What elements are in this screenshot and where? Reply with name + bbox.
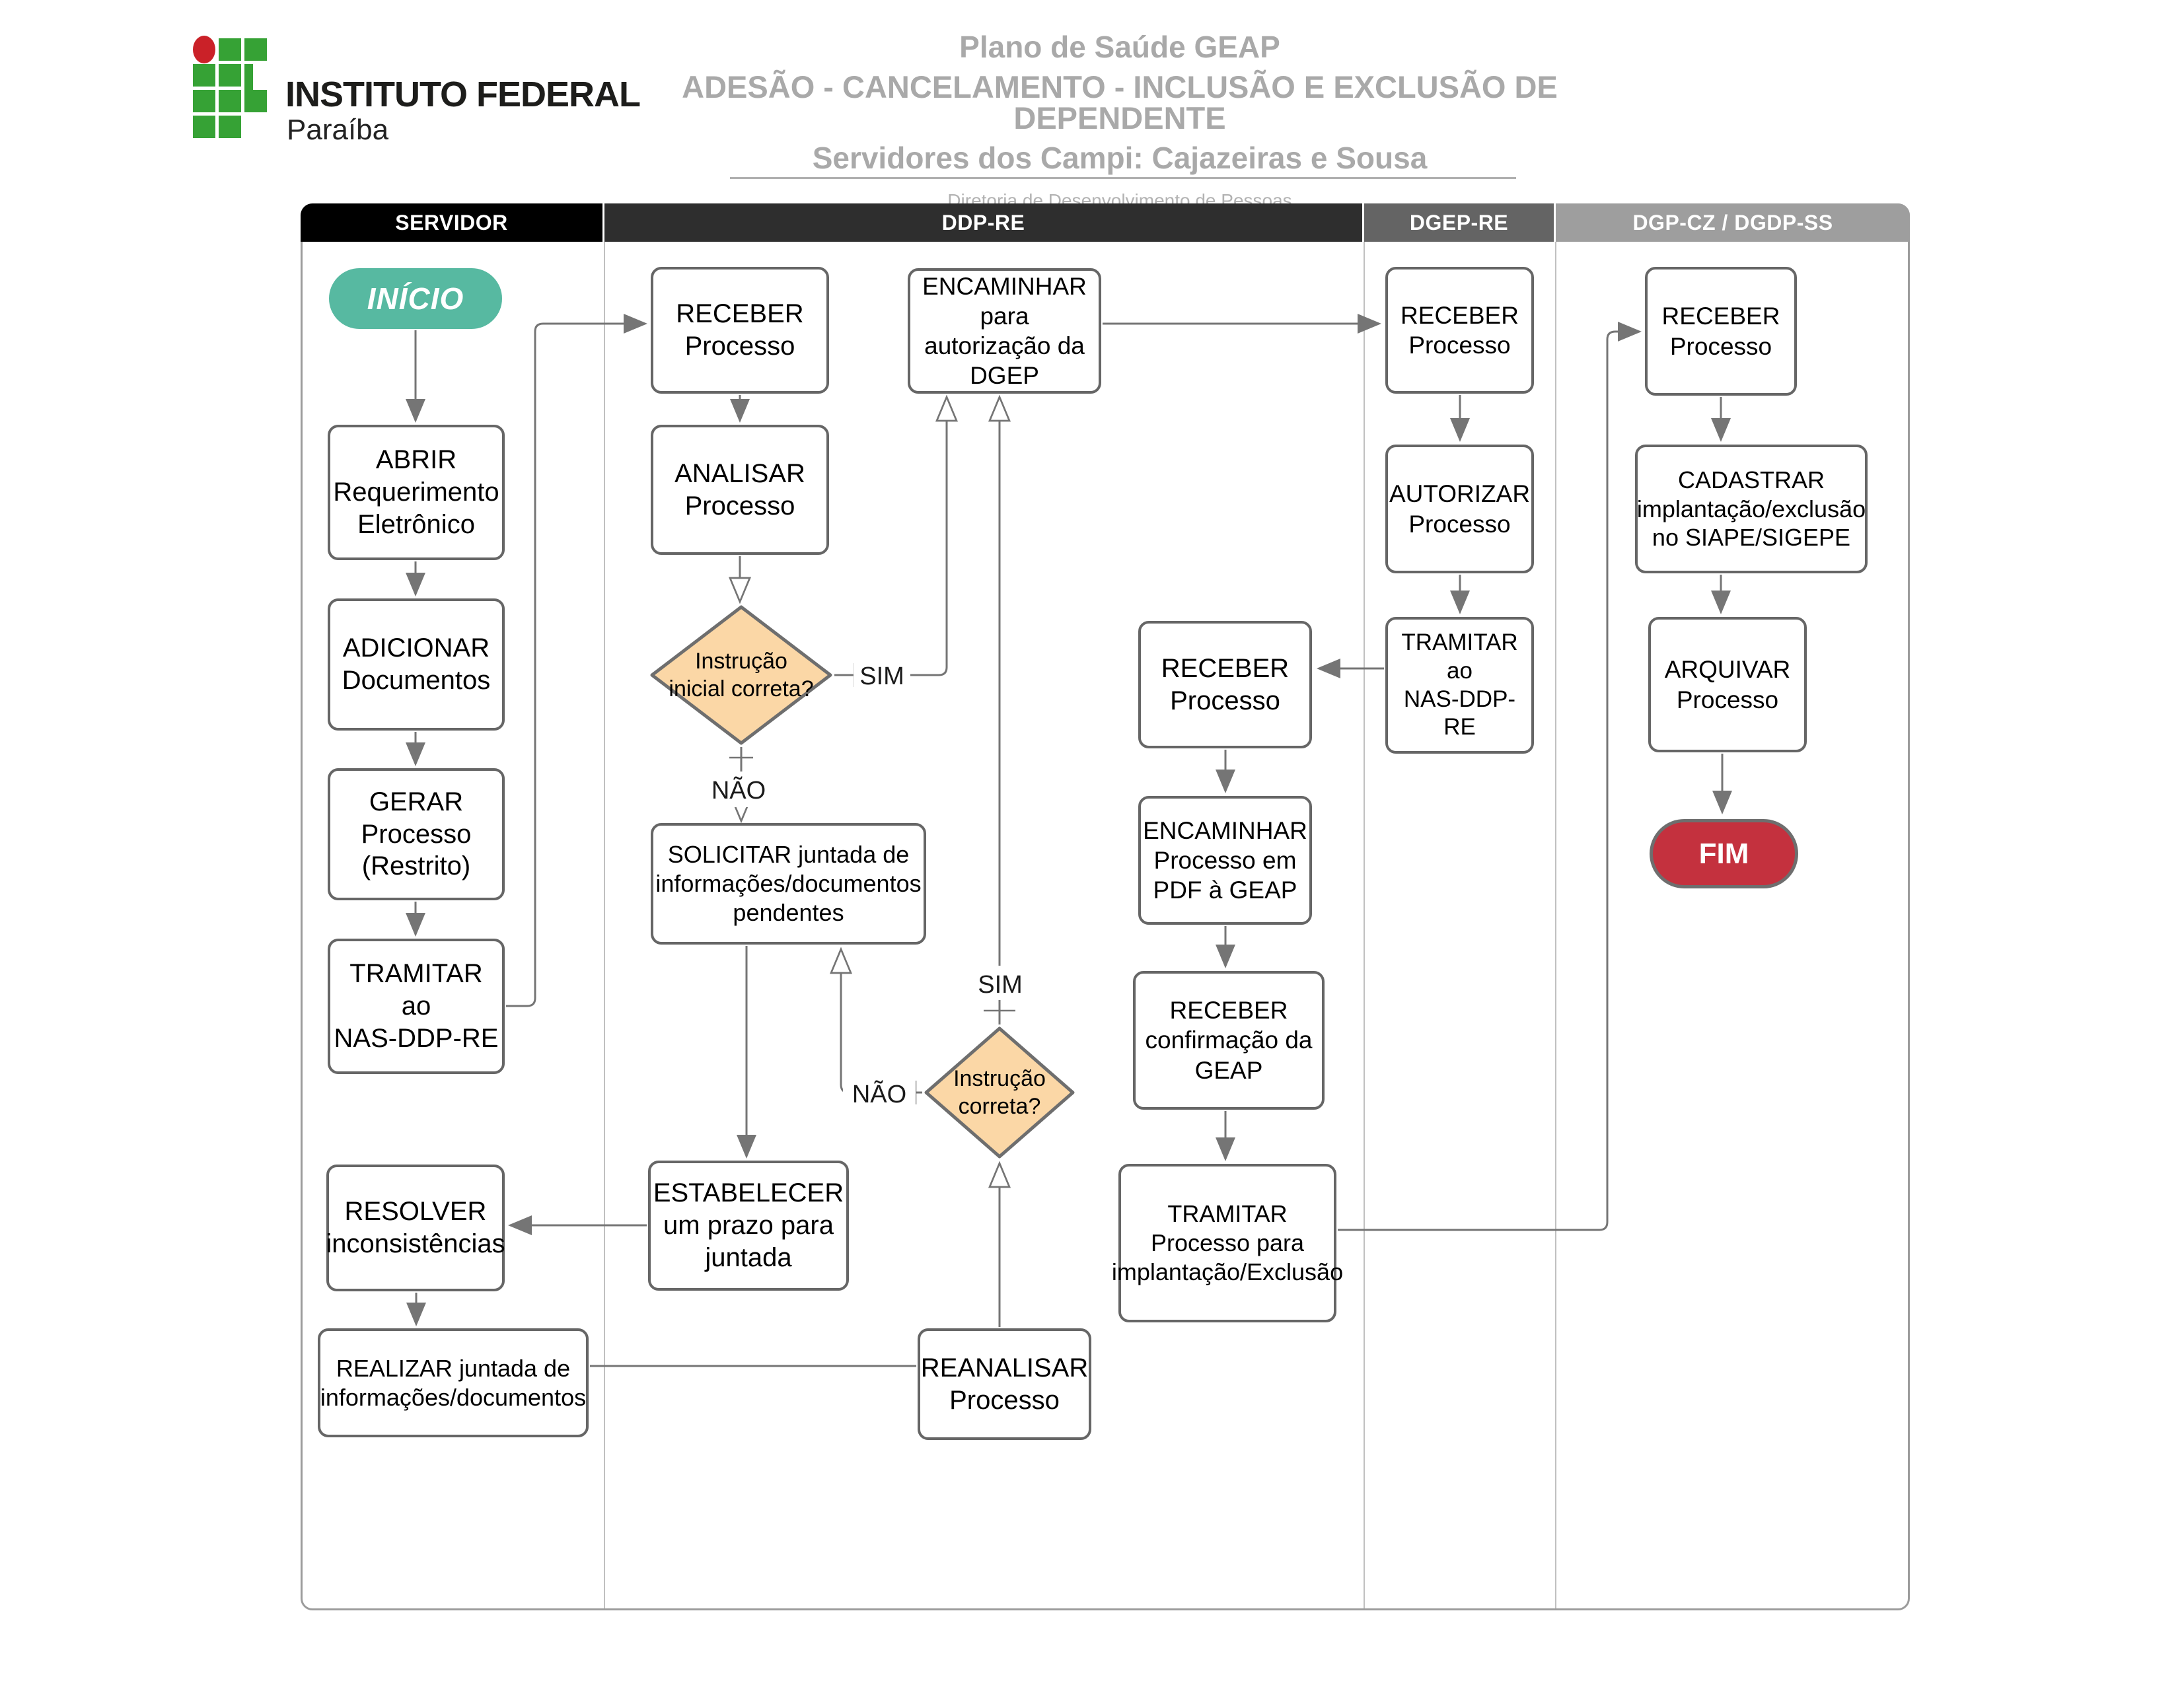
page-title-line2: ADESÃO - CANCELAMENTO - INCLUSÃO E EXCLU… — [682, 69, 1558, 135]
node-decision-instrucao-inicial: Instrução inicial correta? — [649, 604, 833, 746]
logo-subtitle: Paraíba — [287, 114, 389, 146]
node-receber-processo-dgep: RECEBER Processo — [1385, 267, 1534, 394]
title-divider — [730, 177, 1516, 179]
logo-square — [219, 38, 241, 61]
node-abrir-requerimento: ABRIR Requerimento Eletrônico — [328, 425, 505, 560]
logo-square — [219, 64, 241, 87]
diamond-shape — [924, 1026, 1075, 1159]
logo-square — [244, 90, 267, 112]
logo-square — [219, 90, 241, 112]
node-solicitar-juntada: SOLICITAR juntada de informações/documen… — [651, 823, 926, 945]
node-cadastrar-siape: CADASTRAR implantação/exclusão no SIAPE/… — [1635, 445, 1868, 573]
node-receber-confirmacao-geap: RECEBER confirmação da GEAP — [1133, 971, 1325, 1110]
lane-header-dgep-re: DGEP-RE — [1364, 203, 1556, 242]
node-receber-processo-dgp: RECEBER Processo — [1645, 267, 1797, 396]
node-receber-processo-mid: RECEBER Processo — [1138, 621, 1312, 748]
node-tramitar-nas-ddp-re: TRAMITAR ao NAS-DDP-RE — [328, 939, 505, 1074]
node-encaminhar-pdf-geap: ENCAMINHAR Processo em PDF à GEAP — [1138, 796, 1312, 925]
node-realizar-juntada: REALIZAR juntada de informações/document… — [318, 1328, 589, 1437]
node-tramitar-implantacao: TRAMITAR Processo para implantação/Exclu… — [1112, 1164, 1343, 1322]
node-analisar-processo: ANALISAR Processo — [651, 425, 829, 555]
logo-title: INSTITUTO FEDERAL — [285, 75, 641, 114]
decision-label: Instrução inicial correta? — [669, 648, 814, 702]
node-reanalisar-processo: REANALISAR Processo — [918, 1328, 1091, 1440]
node-encaminhar-autorizacao-dgep: ENCAMINHAR para autorização da DGEP — [908, 268, 1101, 394]
node-receber-processo-ddp: RECEBER Processo — [651, 267, 829, 394]
node-decision-instrucao-correta: Instrução correta? — [924, 1026, 1075, 1159]
logo-square — [193, 64, 215, 87]
title-block: Plano de Saúde GEAP ADESÃO - CANCELAMENT… — [598, 26, 1642, 211]
lane-header-dgp-cz-dgdp-ss: DGP-CZ / DGDP-SS — [1556, 203, 1910, 242]
node-fim: FIM — [1650, 819, 1798, 888]
ifpb-logo — [193, 36, 275, 144]
logo-square — [193, 90, 215, 112]
logo-square — [244, 38, 267, 61]
lane-header-ddp-re: DDP-RE — [604, 203, 1364, 242]
diamond-shape — [650, 605, 832, 745]
node-estabelecer-prazo: ESTABELECER um prazo para juntada — [648, 1161, 849, 1291]
decision-label: Instrução correta? — [953, 1065, 1046, 1120]
logo-red-dot — [193, 36, 215, 63]
node-resolver-inconsistencias: RESOLVER inconsistências — [326, 1165, 505, 1291]
node-adicionar-documentos: ADICIONAR Documentos — [328, 598, 505, 731]
logo-square — [219, 116, 241, 138]
node-arquivar-processo: ARQUIVAR Processo — [1648, 617, 1807, 752]
page-title-line3: Servidores dos Campi: Cajazeiras e Sousa — [812, 141, 1428, 175]
node-inicio: INÍCIO — [329, 268, 502, 329]
lane-header-servidor: SERVIDOR — [301, 203, 604, 242]
page-title-line1: Plano de Saúde GEAP — [959, 30, 1280, 64]
node-autorizar-processo: AUTORIZAR Processo — [1385, 445, 1534, 573]
node-gerar-processo: GERAR Processo (Restrito) — [328, 768, 505, 900]
node-tramitar-nas-ddp-re-2: TRAMITAR ao NAS-DDP-RE — [1385, 617, 1534, 754]
logo-square — [193, 116, 215, 138]
